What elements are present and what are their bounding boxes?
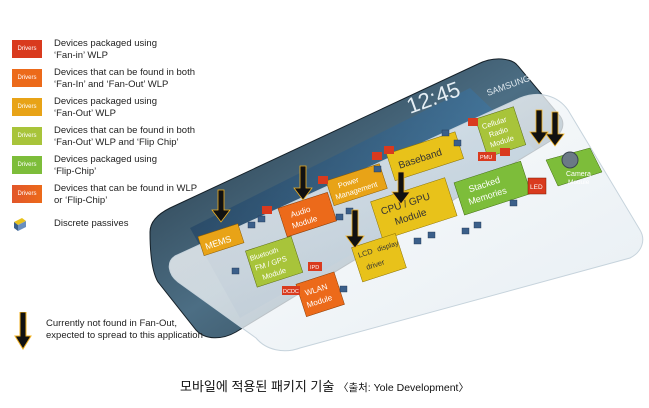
arrow-mems — [211, 189, 231, 223]
legend-swatch: Drivers — [12, 156, 42, 174]
lcd-display-driver-module: LCD display driver — [351, 233, 407, 283]
legend-text: Devices that can be found in WLP or ‘Fli… — [54, 183, 234, 206]
legend-text: Devices packaged using ‘Flip-Chip’ — [54, 154, 234, 177]
caption-main: 모바일에 적용된 패키지 기술 — [180, 379, 335, 394]
pmu-label: PMU — [480, 155, 492, 161]
legend-text-line-1: Devices that can be found in WLP — [54, 183, 198, 194]
pmu-chip: PMU — [478, 152, 496, 161]
arrow-legend-line-1: Currently not found in Fan-Out, — [46, 318, 177, 329]
camera-label-2: Module — [568, 179, 590, 186]
legend-text-line-1: Devices that can be found in both — [54, 125, 196, 136]
arrow-legend-text: Currently not found in Fan-Out, expected… — [46, 318, 246, 341]
ipd-label: IPD — [310, 265, 319, 271]
arrow-audio — [293, 165, 313, 201]
legend-swatch: Drivers — [12, 69, 42, 87]
legend-text-line-1: Devices packaged using — [54, 96, 157, 107]
audio-module: Audio Module — [277, 191, 337, 238]
legend-text: Devices that can be found in both ‘Fan-I… — [54, 67, 234, 90]
legend-text-line-2: ‘Fan-Out’ WLP — [54, 107, 116, 119]
legend-swatch: Drivers — [12, 98, 42, 116]
arrow-legend-line-2: expected to spread to this application — [46, 329, 203, 341]
phone-illustration: SAMSUNG 12:45 MEMS Audio Module Power Ma… — [149, 58, 644, 352]
dcdc-label: DCDC — [283, 289, 299, 295]
dcdc-chip: DCDC — [282, 286, 300, 295]
legend-item-fan-out: Drivers Devices packaged using ‘Fan-Out’… — [12, 96, 232, 124]
cellular-radio-module: Cellular Radio Module — [475, 106, 527, 158]
caption-source: 〈출처: Yole Development〉 — [337, 382, 469, 394]
legend-text-line-1: Devices packaged using — [54, 38, 157, 49]
legend-text-line-1: Devices that can be found in both — [54, 67, 196, 78]
legend-text: Devices packaged using ‘Fan-Out’ WLP — [54, 96, 234, 119]
legend-item-fan-in-fan-out: Drivers Devices that can be found in bot… — [12, 67, 232, 95]
arrow-cpu — [391, 171, 411, 205]
legend-item-flip-chip: Drivers Devices packaged using ‘Flip-Chi… — [12, 154, 232, 182]
legend-text-line-2: ‘Flip-Chip’ — [54, 165, 97, 177]
stacked-memories-module: Stacked Memories — [453, 160, 532, 216]
bluetooth-fm-gps-module: Bluetooth FM / GPS Module — [245, 235, 304, 288]
arrow-legend-icon — [14, 312, 32, 350]
arrow-cellular — [529, 109, 549, 145]
arrow-lcd — [345, 209, 365, 249]
baseband-module: Baseband — [386, 131, 464, 181]
legend-item-wlp-or-flip-chip: Drivers Devices that can be found in WLP… — [12, 183, 232, 211]
legend-text-line-2: ‘Fan-in’ WLP — [54, 49, 109, 61]
legend-text-line-2: ‘Fan-Out’ WLP and ‘Flip Chip’ — [54, 136, 179, 148]
arrow-camera — [545, 111, 565, 147]
cpu-gpu-module: CPU / GPU Module — [370, 177, 458, 241]
legend-swatch: Drivers — [12, 185, 42, 203]
small-red-chips — [262, 118, 510, 214]
ipd-chip: IPD — [308, 262, 322, 271]
arrows — [211, 109, 565, 249]
discrete-passives-label: Discrete passives — [54, 218, 129, 229]
discrete-passives — [231, 129, 518, 293]
discrete-passive-icon — [14, 218, 26, 231]
legend-text-line-2: or ‘Flip-Chip’ — [54, 194, 108, 206]
legend-item-fan-out-flip-chip: Drivers Devices that can be found in bot… — [12, 125, 232, 153]
legend-item-fan-in: Drivers Devices packaged using ‘Fan-in’ … — [12, 38, 232, 66]
legend-text: Devices that can be found in both ‘Fan-O… — [54, 125, 234, 148]
camera-module: Camera Module — [545, 147, 603, 187]
led-label: LED — [530, 184, 543, 191]
legend-text: Devices packaged using ‘Fan-in’ WLP — [54, 38, 234, 61]
camera-label-1: Camera — [566, 171, 591, 178]
legend-swatch: Drivers — [12, 40, 42, 58]
legend-swatch: Drivers — [12, 127, 42, 145]
mems-module: MEMS — [197, 223, 245, 257]
wlan-module: WLAN Module — [295, 271, 345, 317]
legend-text-line-1: Devices packaged using — [54, 154, 157, 165]
legend-text-line-2: ‘Fan-In’ and ‘Fan-Out’ WLP — [54, 78, 169, 90]
figure-caption: 모바일에 적용된 패키지 기술 〈출처: Yole Development〉 — [0, 376, 649, 395]
led-module: LED — [527, 177, 547, 195]
